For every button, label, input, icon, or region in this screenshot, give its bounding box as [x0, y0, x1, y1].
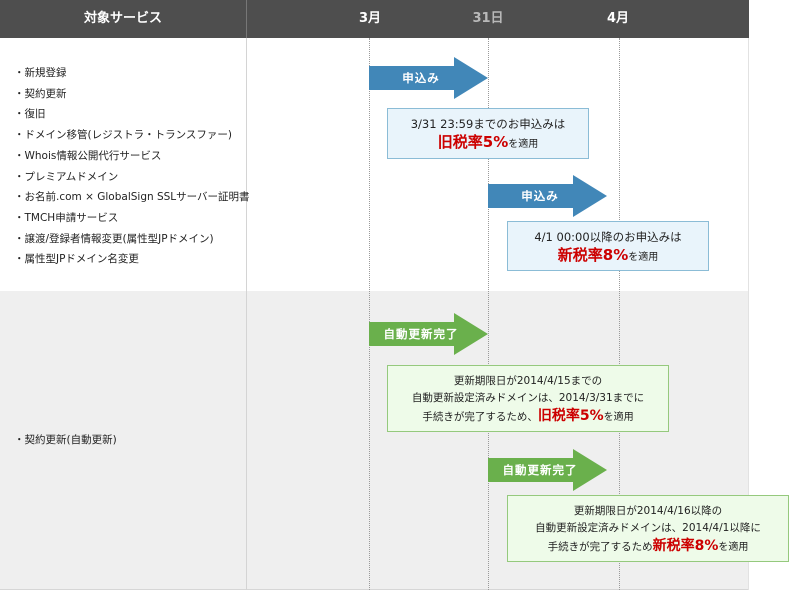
- note-suffix: を適用: [603, 412, 634, 423]
- old-rate-text: 旧税率5%: [437, 133, 509, 151]
- application-arrow-old: 申込み: [369, 57, 488, 99]
- arrow-label: 申込み: [521, 189, 559, 203]
- header-service-label: 対象サービス: [83, 11, 162, 26]
- list-item: ・譲渡/登録者情報変更(属性型JPドメイン): [14, 232, 214, 245]
- timeline-31st-line: [488, 38, 489, 590]
- list-item: ・契約更新: [14, 87, 67, 100]
- list-item: ・復旧: [14, 108, 46, 121]
- arrow-right-icon: [369, 57, 488, 99]
- service-list: ・新規登録 ・契約更新 ・復旧 ・ドメイン移管(レジストラ・トランスファー) ・…: [14, 63, 250, 270]
- list-item: ・お名前.com × GlobalSign SSLサーバー証明書: [14, 191, 250, 204]
- header-31st: 31日: [472, 11, 504, 26]
- note-suffix: を適用: [508, 139, 539, 150]
- auto-renew-service-label: ・契約更新(自動更新): [14, 434, 117, 446]
- header-april: 4月: [606, 11, 630, 26]
- table-header: 対象サービス 3月 31日 4月: [0, 0, 749, 38]
- list-item: ・新規登録: [14, 67, 67, 79]
- list-item: ・ドメイン移管(レジストラ・トランスファー): [14, 129, 232, 142]
- arrow-label: 自動更新完了: [502, 463, 578, 477]
- old-rate-note: 3/31 23:59までのお申込みは 旧税率5%を適用: [387, 108, 589, 159]
- timeline-april-line: [619, 38, 620, 590]
- list-item: ・プレミアムドメイン: [14, 170, 119, 183]
- table-right-border: [748, 38, 749, 590]
- new-rate-text: 新税率8%: [557, 246, 629, 264]
- list-item: ・属性型JPドメイン名変更: [14, 253, 139, 266]
- arrow-label: 申込み: [402, 71, 440, 85]
- note-suffix: を適用: [718, 542, 749, 553]
- note-text: 手続きが完了するため: [547, 541, 653, 553]
- application-arrow-new: 申込み: [488, 175, 607, 217]
- arrow-right-icon: [369, 313, 488, 355]
- arrow-right-icon: [488, 175, 607, 217]
- auto-renew-arrow-new: 自動更新完了: [488, 449, 607, 491]
- auto-renew-new-rate-note: 更新期限日が2014/4/16以降の 自動更新設定済みドメインは、2014/4/…: [507, 495, 789, 562]
- new-rate-note: 4/1 00:00以降のお申込みは 新税率8%を適用: [507, 221, 709, 271]
- old-rate-text: 旧税率5%: [537, 408, 604, 424]
- header-march: 3月: [358, 11, 382, 26]
- note-text: 3/31 23:59までのお申込みは: [410, 117, 566, 131]
- column-divider: [246, 38, 247, 590]
- note-suffix: を適用: [628, 252, 659, 263]
- note-text: 更新期限日が2014/4/15までの: [453, 375, 603, 387]
- auto-renew-arrow-old: 自動更新完了: [369, 313, 488, 355]
- list-item: ・Whois情報公開代行サービス: [14, 149, 162, 162]
- note-text: 更新期限日が2014/4/16以降の: [573, 505, 723, 517]
- note-text: 手続きが完了するため、: [422, 411, 538, 423]
- timeline-march-line: [369, 38, 370, 590]
- header-divider: [246, 0, 247, 38]
- note-text: 自動更新設定済みドメインは、2014/4/1以降に: [535, 522, 761, 534]
- note-text: 自動更新設定済みドメインは、2014/3/31までに: [411, 392, 645, 404]
- new-rate-text: 新税率8%: [652, 538, 719, 554]
- list-item: ・TMCH申請サービス: [14, 211, 119, 224]
- auto-renew-old-rate-note: 更新期限日が2014/4/15までの 自動更新設定済みドメインは、2014/3/…: [387, 365, 669, 432]
- note-text: 4/1 00:00以降のお申込みは: [534, 230, 682, 244]
- arrow-right-icon: [488, 449, 607, 491]
- arrow-label: 自動更新完了: [383, 327, 459, 341]
